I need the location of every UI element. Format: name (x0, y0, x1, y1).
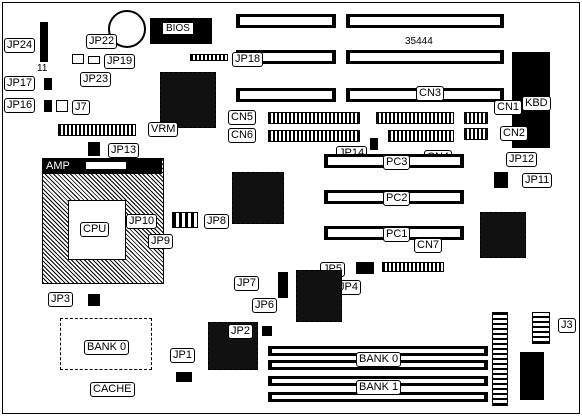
jp9-label: JP9 (148, 234, 173, 249)
jp24-header (40, 22, 48, 62)
j7-label: J7 (72, 100, 90, 115)
jp22-jumper (72, 54, 84, 64)
simm-bank1-slot-b (268, 392, 488, 402)
cn7-header (382, 262, 444, 272)
cn6-label: CN6 (228, 128, 257, 143)
jp11-jumper (494, 172, 508, 188)
jp2-label: JP2 (228, 324, 253, 339)
jp16-jumper (44, 100, 52, 112)
cn4-header (388, 130, 454, 142)
jp18-header (190, 54, 228, 61)
jp8-label: JP8 (204, 214, 229, 229)
jp19-label: JP19 (104, 54, 136, 69)
amp-bar: AMP (42, 158, 162, 174)
cn2-header (464, 128, 488, 140)
amp-latch (86, 162, 126, 169)
isa-slot-3-left (236, 88, 336, 102)
bios-chip: BIOS (150, 18, 212, 44)
chipset-3 (480, 212, 526, 258)
jp17-jumper (44, 78, 52, 90)
jp5-jumper (356, 262, 374, 274)
jp3-jumper (88, 294, 100, 306)
label-11: 11 (37, 63, 48, 74)
jp7-label: JP7 (234, 276, 259, 291)
board-id: 35444 (405, 36, 433, 47)
cache-bank0-label: BANK 0 (84, 340, 130, 355)
jp13-label: JP13 (108, 143, 140, 158)
pc2-label: PC2 (383, 191, 411, 206)
simm-bank0-slot-a (268, 346, 488, 356)
chipset-4 (296, 270, 342, 322)
jp17-label: JP17 (4, 76, 36, 91)
amp-label: AMP (46, 160, 70, 172)
simm-bank1-label: BANK 1 (356, 380, 402, 395)
cache-label: CACHE (90, 382, 135, 397)
cn2-label: CN2 (500, 126, 529, 141)
power-connector (520, 352, 544, 400)
jp10-label: JP10 (126, 214, 158, 229)
isa-slot-1-right (346, 14, 504, 28)
jp3-label: JP3 (48, 292, 73, 307)
cn3-label: CN3 (416, 86, 445, 101)
jp13-jumper (88, 142, 100, 156)
simm-bank0-label: BANK 0 (356, 352, 402, 367)
cn5-header (268, 112, 360, 124)
cache-sockets (60, 318, 152, 370)
jp1-jumper (176, 372, 192, 382)
jp1-label: JP1 (170, 348, 195, 363)
jp7-jumper (278, 272, 288, 298)
simm-power-connector (492, 312, 508, 406)
jp11-label: JP11 (522, 173, 553, 188)
j7-connector (56, 100, 68, 112)
cpu-label: CPU (80, 222, 110, 237)
jp24-label: JP24 (4, 38, 36, 53)
chipset-2 (232, 172, 284, 224)
jp16-label: JP16 (4, 98, 36, 113)
jp14-jumper (370, 138, 378, 150)
jp12-label: JP12 (506, 152, 538, 167)
vrm-header (58, 124, 136, 136)
cn7-label: CN7 (414, 238, 443, 253)
kbd-label: KBD (522, 96, 551, 111)
j3-label: J3 (558, 318, 576, 333)
pc1-label: PC1 (383, 227, 411, 242)
pc3-label: PC3 (383, 155, 411, 170)
cn1-header (464, 112, 488, 124)
vrm-label: VRM (148, 122, 179, 137)
chipset-1 (160, 72, 216, 128)
jp23-label: JP23 (80, 72, 112, 87)
j3-connector (532, 312, 550, 344)
jp22-label: JP22 (86, 34, 118, 49)
bios-label: BIOS (163, 23, 193, 34)
cn1-label: CN1 (494, 100, 523, 115)
isa-slot-1-left (236, 14, 336, 28)
jp18-label: JP18 (232, 52, 264, 67)
cn6-header (268, 130, 360, 142)
cn5-label: CN5 (228, 110, 257, 125)
jp10-jumper (172, 212, 198, 228)
jp19-jumper (88, 56, 100, 64)
isa-slot-2-right (346, 50, 504, 64)
jp4-label: JP4 (336, 280, 361, 295)
jp6-label: JP6 (252, 298, 277, 313)
cn3-header (376, 112, 454, 124)
jp2-jumper (262, 326, 272, 336)
